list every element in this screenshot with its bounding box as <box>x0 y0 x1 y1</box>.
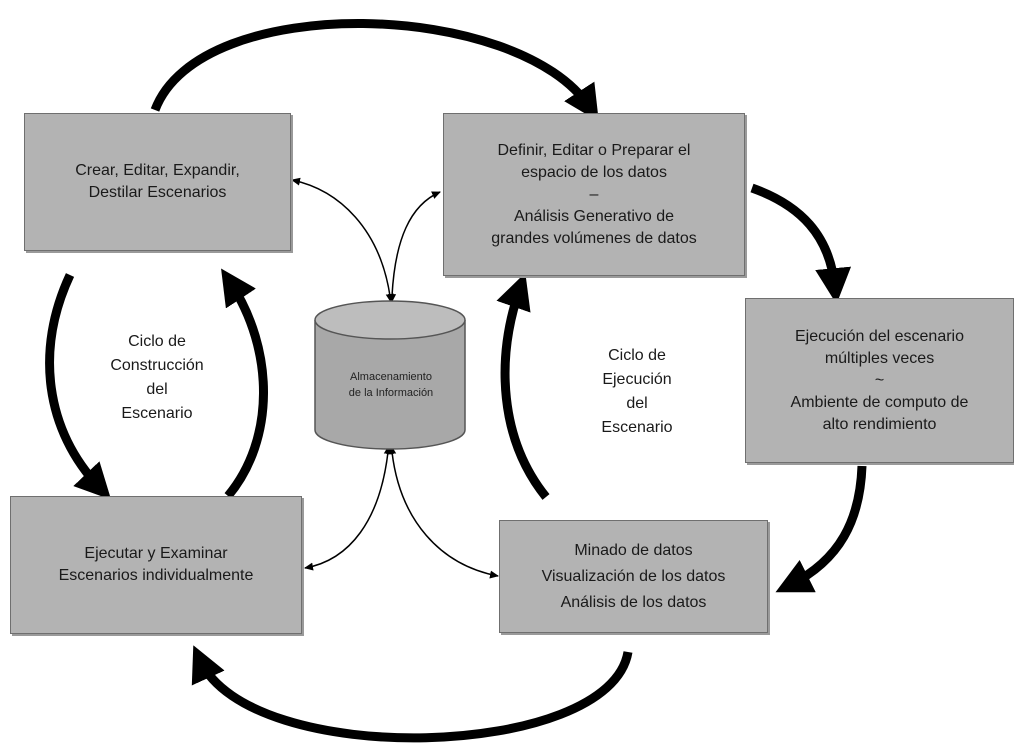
box-create-scenarios: Crear, Editar, Expandir, Destilar Escena… <box>24 113 291 251</box>
construction-cycle-line-2: Construcción <box>110 357 204 374</box>
box-define-line-4: grandes volúmenes de datos <box>491 229 697 247</box>
link-db-examine <box>304 445 392 571</box>
link-db-define <box>388 191 441 303</box>
box-execution-separator: ~ <box>874 371 885 389</box>
arrow-create-to-define <box>150 19 599 122</box>
execution-cycle-line-4: Escenario <box>601 419 673 436</box>
box-mining-line-1: Minado de datos <box>574 541 693 559</box>
construction-cycle-line-1: Ciclo de <box>128 333 186 350</box>
box-define-line-3: Análisis Generativo de <box>513 207 675 225</box>
link-db-mining <box>388 445 499 579</box>
arrow-mining-to-examine <box>191 645 633 743</box>
box-examine-line-2: Escenarios individualmente <box>58 567 254 584</box>
database-icon <box>314 300 466 450</box>
box-define-separator: – <box>589 185 599 203</box>
box-examine-scenarios: Ejecutar y Examinar Escenarios individua… <box>10 496 302 634</box>
box-define-line-2: espacio de los datos <box>521 163 667 181</box>
box-create-line-2: Destilar Escenarios <box>88 184 227 201</box>
box-execution-line-1: Ejecución del escenario <box>795 327 964 345</box>
box-mining-line-2: Visualización de los datos <box>541 567 726 585</box>
box-mining-line-3: Análisis de los datos <box>560 593 707 611</box>
database-label: Almacenamiento de la Información <box>318 369 464 401</box>
database-label-line-1: Almacenamiento <box>350 371 432 383</box>
database-label-line-2: de la Información <box>348 387 434 399</box>
box-execution-line-2: múltiples veces <box>824 349 935 367</box>
box-define-data-space: Definir, Editar o Preparar el espacio de… <box>443 113 745 276</box>
arrow-mining-to-define <box>496 272 550 500</box>
construction-cycle-line-4: Escenario <box>121 405 193 422</box>
box-scenario-execution: Ejecución del escenario múltiples veces … <box>745 298 1014 463</box>
arrow-execution-to-mining <box>775 465 867 593</box>
link-db-create <box>291 177 394 303</box>
execution-cycle-line-3: del <box>626 395 648 412</box>
box-execution-line-4: alto rendimiento <box>822 415 937 433</box>
box-execution-line-3: Ambiente de computo de <box>790 393 969 411</box>
construction-cycle-line-3: del <box>146 381 168 398</box>
arrow-create-to-examine <box>45 273 112 500</box>
box-examine-line-1: Ejecutar y Examinar <box>84 545 228 562</box>
label-execution-cycle: Ciclo de Ejecución del Escenario <box>582 344 692 440</box>
label-construction-cycle: Ciclo de Construcción del Escenario <box>92 330 222 426</box>
execution-cycle-line-1: Ciclo de <box>608 347 666 364</box>
box-create-line-1: Crear, Editar, Expandir, <box>75 162 240 179</box>
arrow-examine-to-create <box>221 268 268 499</box>
execution-cycle-line-2: Ejecución <box>602 371 672 388</box>
box-data-mining: Minado de datos Visualización de los dat… <box>499 520 768 633</box>
arrow-define-to-execution <box>750 183 852 305</box>
box-define-line-1: Definir, Editar o Preparar el <box>497 141 691 159</box>
